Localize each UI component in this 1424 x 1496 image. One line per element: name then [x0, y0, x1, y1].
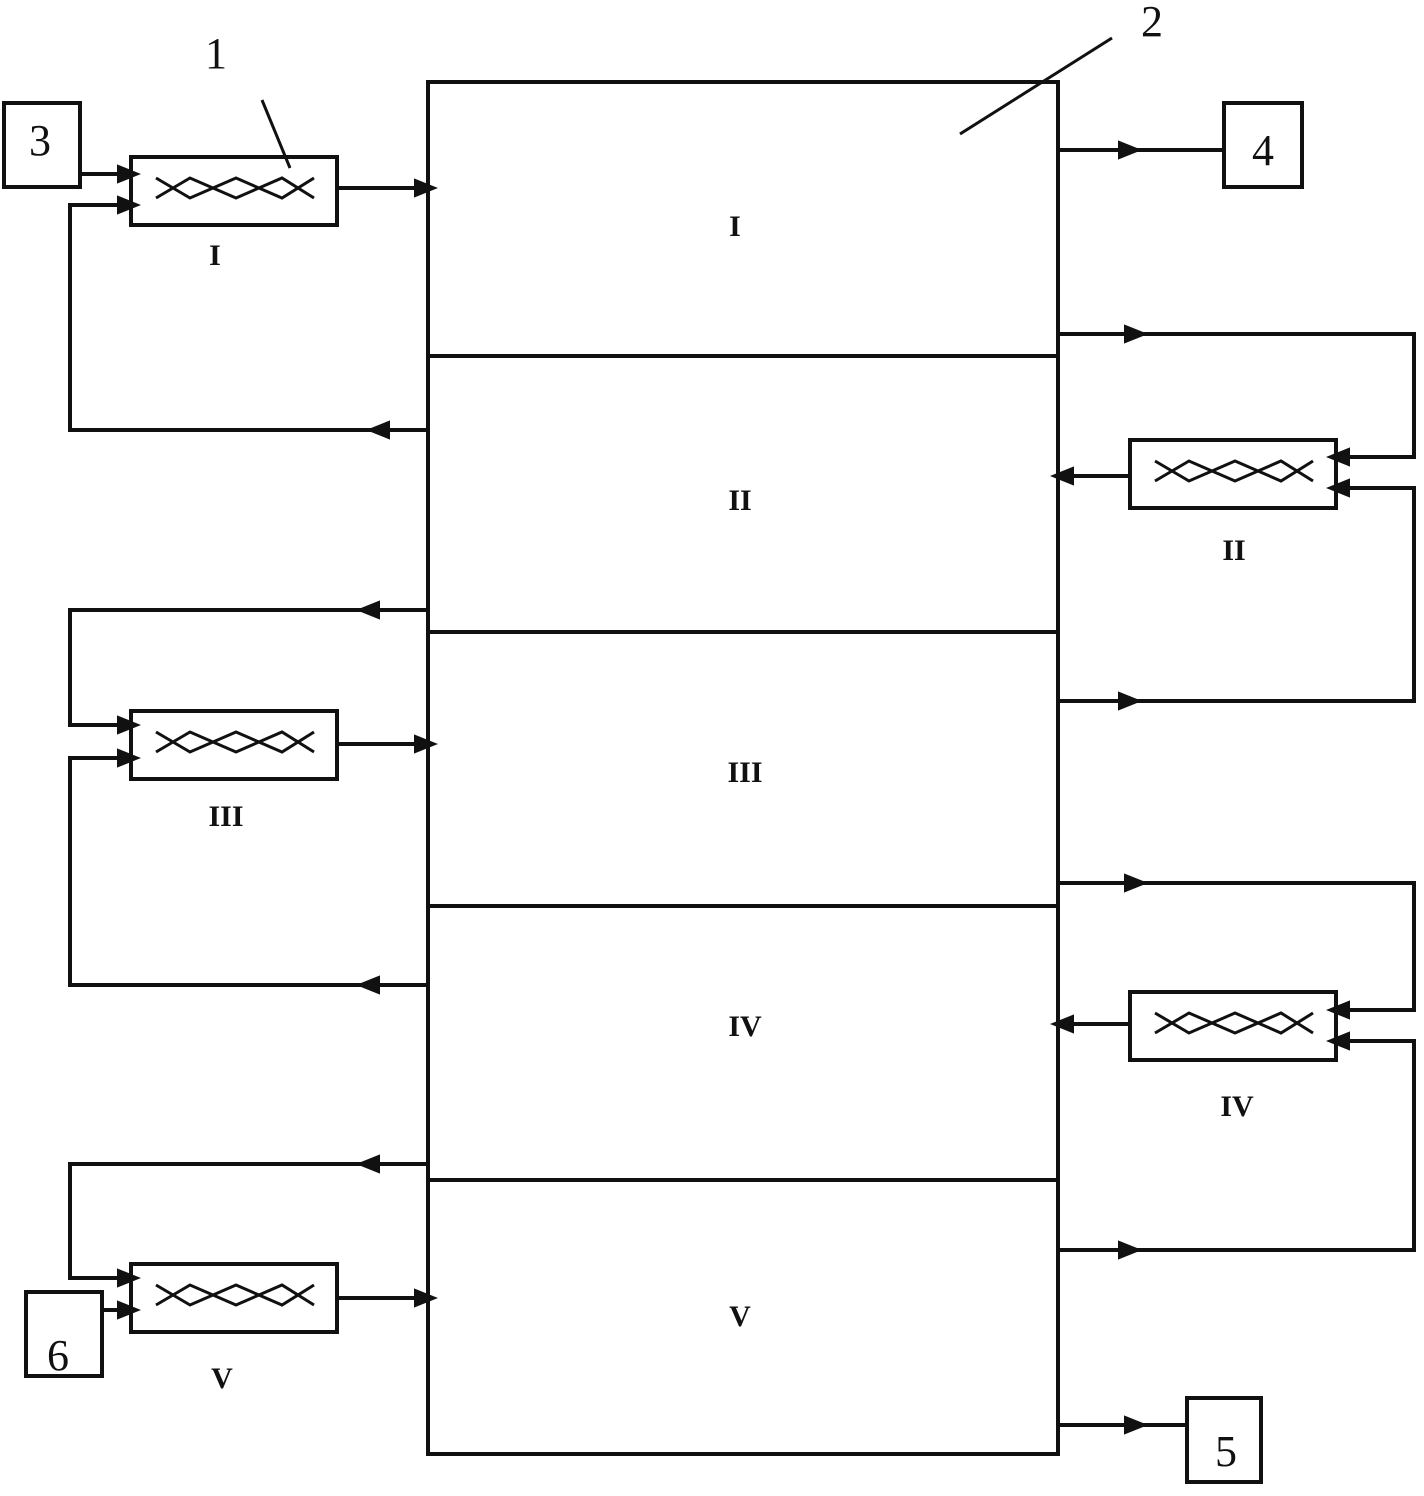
bottom-outlet-box-5 — [1185, 1396, 1263, 1484]
bottom-inlet-box-6 — [24, 1290, 104, 1378]
exchanger-label-3: III — [208, 800, 243, 833]
exchanger-label-2: II — [1222, 534, 1245, 567]
exchanger-label-1: I — [209, 239, 221, 272]
exchanger-2 — [1128, 438, 1338, 510]
exchanger-ref-label: 1 — [205, 29, 227, 78]
exchanger-label-4: IV — [1220, 1090, 1254, 1123]
column-leader-line — [959, 36, 1113, 136]
exchanger-5 — [129, 1262, 339, 1334]
top-outlet-box-4 — [1222, 101, 1304, 189]
column-ref-label: 2 — [1141, 0, 1163, 46]
section-label-2: II — [728, 484, 751, 517]
exchanger-label-5: V — [211, 1362, 233, 1395]
exchanger-3 — [129, 709, 339, 781]
top-outlet-box-4-label: 4 — [1252, 126, 1274, 175]
bottom-inlet-box-6-label: 6 — [47, 1331, 69, 1380]
exchanger-leader-line — [260, 99, 292, 169]
section-label-1: I — [729, 210, 741, 243]
section-label-3: III — [727, 756, 762, 789]
inlet-box-3-label: 3 — [29, 116, 51, 165]
column — [426, 80, 1060, 1456]
exchanger-1 — [129, 155, 339, 227]
section-label-4: IV — [728, 1010, 762, 1043]
section-label-5: V — [729, 1300, 751, 1333]
exchanger-4 — [1128, 990, 1338, 1062]
inlet-box-3 — [2, 101, 82, 189]
bottom-outlet-box-5-label: 5 — [1215, 1427, 1237, 1476]
